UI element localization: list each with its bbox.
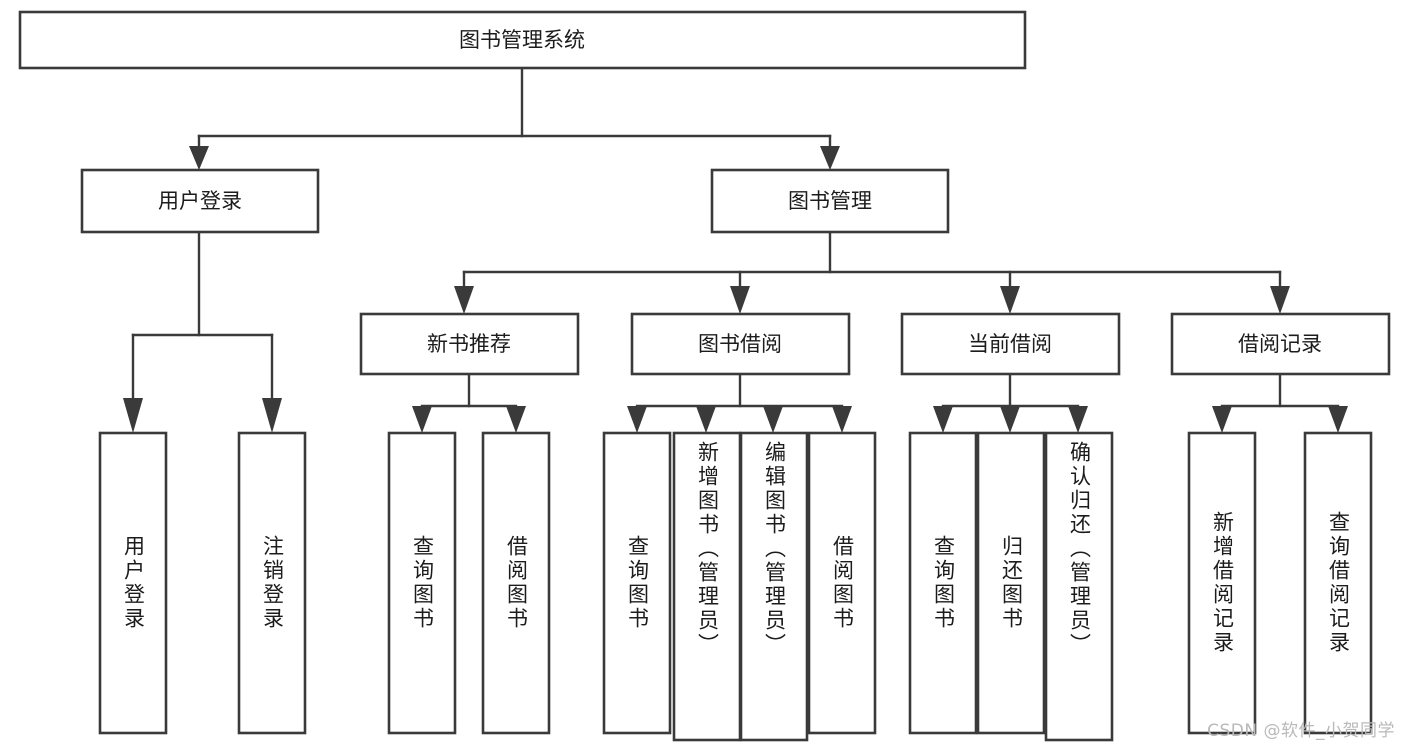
arrow-head-leaf-logout	[262, 398, 282, 433]
arrow-head-borrow-record	[1270, 286, 1290, 314]
node-current-borrow[interactable]: 当前借阅	[900, 312, 1121, 376]
leaf-bb-edit-book-box[interactable]	[739, 431, 809, 742]
arrow-head-book-borrow	[730, 286, 750, 314]
leaf-node-cb-return-book[interactable]	[976, 431, 1046, 735]
leaf-logout-box[interactable]	[237, 431, 307, 735]
arrow-head-nb-leaf-1	[412, 406, 432, 433]
leaf-bb-borrow-book-box[interactable]	[807, 431, 877, 735]
connector-group-book-mgmt	[454, 230, 1290, 314]
arrow-head-br-leaf-1	[1212, 406, 1232, 433]
leaf-node-nb-query-book[interactable]	[387, 431, 457, 735]
connector-group-new-book	[412, 372, 526, 433]
leaf-cb-confirm-return-box[interactable]	[1044, 431, 1114, 742]
node-borrow-record[interactable]: 借阅记录	[1170, 312, 1391, 376]
leaf-node-logout[interactable]	[237, 431, 307, 735]
leaf-node-nb-borrow-book[interactable]	[481, 431, 551, 735]
arrow-head-cb-leaf-2	[1000, 406, 1020, 433]
node-book-management[interactable]: 图书管理	[710, 168, 950, 234]
csdn-watermark: CSDN @软件_小贺同学	[1207, 721, 1395, 741]
leaf-cb-return-book-box[interactable]	[976, 431, 1046, 735]
arrow-head-user-login	[189, 146, 209, 170]
arrow-head-current-borrow	[1000, 286, 1020, 314]
leaf-node-br-add-record[interactable]	[1187, 431, 1257, 735]
node-new-book-recommend-label: 新书推荐	[427, 332, 511, 356]
node-new-book-recommend[interactable]: 新书推荐	[359, 312, 580, 376]
node-user-login-box[interactable]	[80, 168, 320, 234]
connector-group-user-login	[123, 230, 282, 433]
arrow-head-new-book	[454, 286, 474, 314]
leaf-node-cb-query-book[interactable]	[908, 431, 978, 735]
leaf-bb-query-book-box[interactable]	[602, 431, 672, 735]
arrow-head-cb-leaf-1	[933, 406, 953, 433]
arrow-head-bb-leaf-1	[627, 406, 647, 433]
arrow-head-nb-leaf-2	[506, 406, 526, 433]
node-root[interactable]: 图书管理系统	[18, 10, 1027, 70]
node-user-login[interactable]: 用户登录	[80, 168, 320, 234]
arrow-head-book-mgmt	[820, 146, 840, 170]
arrow-head-bb-leaf-3	[763, 406, 783, 433]
leaf-node-br-query-record[interactable]	[1303, 431, 1373, 735]
leaf-node-bb-add-book[interactable]	[672, 431, 742, 742]
leaf-bb-add-book-box[interactable]	[672, 431, 742, 742]
node-current-borrow-box[interactable]	[900, 312, 1121, 376]
leaf-br-add-record-box[interactable]	[1187, 431, 1257, 735]
arrow-head-br-leaf-2	[1328, 406, 1348, 433]
leaf-node-cb-confirm-return[interactable]	[1044, 431, 1114, 742]
arrow-head-cb-leaf-3	[1068, 406, 1088, 433]
node-new-book-recommend-box[interactable]	[359, 312, 580, 376]
arrow-head-leaf-user-login	[123, 398, 143, 433]
arrow-head-bb-leaf-2	[696, 406, 716, 433]
leaf-cb-query-book-box[interactable]	[908, 431, 978, 735]
node-root-label: 图书管理系统	[459, 28, 585, 52]
node-borrow-record-box[interactable]	[1170, 312, 1391, 376]
node-root-box[interactable]	[18, 10, 1027, 70]
node-current-borrow-label: 当前借阅	[968, 332, 1052, 356]
leaf-node-bb-borrow-book[interactable]	[807, 431, 877, 735]
node-book-management-box[interactable]	[710, 168, 950, 234]
arrow-head-bb-leaf-4	[832, 406, 852, 433]
node-borrow-record-label: 借阅记录	[1238, 332, 1322, 356]
node-book-borrow[interactable]: 图书借阅	[630, 312, 851, 376]
leaf-node-user-login[interactable]	[98, 431, 168, 735]
leaf-node-bb-query-book[interactable]	[602, 431, 672, 735]
leaf-br-query-record-box[interactable]	[1303, 431, 1373, 735]
leaf-nb-query-book-box[interactable]	[387, 431, 457, 735]
leaf-node-bb-edit-book[interactable]	[739, 431, 809, 742]
node-book-borrow-label: 图书借阅	[698, 332, 782, 356]
node-user-login-label: 用户登录	[158, 189, 242, 213]
connector-group-current-borrow	[933, 372, 1088, 433]
leaf-user-login-box[interactable]	[98, 431, 168, 735]
node-book-borrow-box[interactable]	[630, 312, 851, 376]
connector-group-root	[189, 66, 840, 170]
node-book-management-label: 图书管理	[788, 189, 872, 213]
connector-group-borrow-record	[1212, 372, 1348, 433]
leaf-nb-borrow-book-box[interactable]	[481, 431, 551, 735]
connector-group-book-borrow	[627, 372, 852, 433]
